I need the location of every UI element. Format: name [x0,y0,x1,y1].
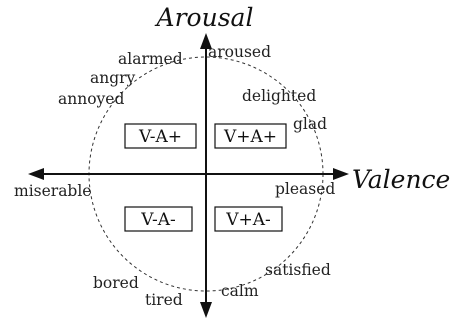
arousal-title: Arousal [155,3,254,32]
emotion-miserable: miserable [14,182,92,200]
valence-axis-left-arrow [28,168,44,180]
emotion-satisfied: satisfied [265,261,331,279]
arousal-axis-bottom-arrow [200,302,212,318]
quadrant-label-top-left: V-A+ [138,127,182,147]
arousal-axis-top-arrow [200,33,212,49]
emotion-pleased: pleased [275,180,335,198]
quadrant-box-bottom-right [214,206,283,232]
emotion-tired: tired [145,291,183,309]
quadrant-box-top-right [214,123,287,149]
emotion-glad: glad [293,115,327,133]
quadrant-label-bottom-right: V+A- [225,210,271,230]
emotion-bored: bored [93,274,139,292]
emotion-delighted: delighted [242,87,316,105]
valence-title: Valence [352,165,450,194]
quadrant-box-bottom-left [124,206,193,232]
quadrant-label-bottom-left: V-A- [140,210,175,230]
emotion-alarmed: alarmed [118,50,183,68]
valence-axis-right-arrow [333,168,349,180]
emotion-calm: calm [221,282,259,300]
quadrant-box-top-left [124,123,197,149]
emotion-annoyed: annoyed [58,90,124,108]
emotion-angry: angry [90,69,136,87]
quadrant-label-top-right: V+A+ [223,127,277,147]
emotion-aroused: aroused [208,43,271,61]
